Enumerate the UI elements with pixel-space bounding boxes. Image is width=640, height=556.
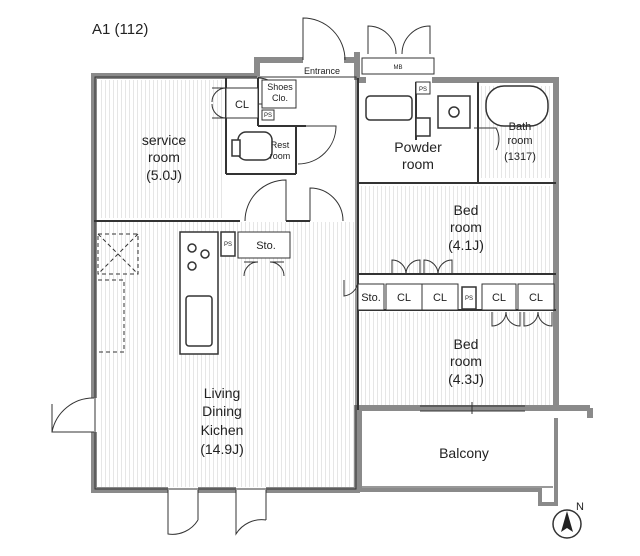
service-room-label: service room (5.0J) xyxy=(142,132,187,183)
service-room-word: room xyxy=(148,149,180,165)
sto-kitchen: Sto. xyxy=(256,240,276,252)
balcony-outline xyxy=(358,410,558,506)
living-label: Living xyxy=(204,385,241,401)
rest-room-word: room xyxy=(270,151,291,161)
ps-boxes xyxy=(261,81,431,121)
powder-label: Powder xyxy=(394,139,442,155)
north-arrow-icon: N xyxy=(552,501,584,539)
floor-hatch xyxy=(98,80,556,487)
bath-room-word: room xyxy=(507,135,532,147)
bath-room-label: Bath room (1317) xyxy=(504,121,536,163)
cl-bed2-a: CL xyxy=(492,292,506,304)
bed2-size: (4.3J) xyxy=(448,371,484,387)
bath-size: (1317) xyxy=(504,151,536,163)
bed1-room-word: room xyxy=(450,219,482,235)
ps-bedroom: PS xyxy=(465,296,473,302)
sto-bedroom: Sto. xyxy=(361,292,381,304)
doors xyxy=(51,17,553,536)
service-room-name: service xyxy=(142,132,187,148)
bed1-name: Bed xyxy=(454,202,479,218)
bed2-label: Bed room (4.3J) xyxy=(448,336,484,387)
rest-label: Rest xyxy=(271,140,290,150)
bed1-size: (4.1J) xyxy=(448,237,484,253)
shoes-label: Shoes xyxy=(267,82,293,92)
bath-label: Bath xyxy=(509,121,532,133)
powder-room-word: room xyxy=(402,156,434,172)
fridge-space xyxy=(97,233,139,353)
closets xyxy=(225,79,555,311)
kitchen-counter xyxy=(179,231,477,355)
ps-powder: PS xyxy=(419,87,427,93)
plan-title: A1 (112) xyxy=(92,21,148,38)
living-size: (14.9J) xyxy=(200,441,244,457)
cl-service: CL xyxy=(235,99,249,111)
ps-toilet: PS xyxy=(264,113,272,119)
cl-bed2-b: CL xyxy=(529,292,543,304)
dining-label: Dining xyxy=(202,403,242,419)
window-sliding xyxy=(420,402,525,414)
cl-bed1-b: CL xyxy=(433,292,447,304)
powder-room-label: Powder room xyxy=(394,139,442,172)
shoes-clo-label: Clo. xyxy=(272,93,288,103)
cl-bed1-a: CL xyxy=(397,292,411,304)
bed2-room-word: room xyxy=(450,353,482,369)
outer-walls xyxy=(91,52,593,493)
bath-fixtures xyxy=(231,85,549,161)
entrance-label: Entrance xyxy=(304,66,340,76)
service-room-size: (5.0J) xyxy=(146,167,182,183)
bed2-name: Bed xyxy=(454,336,479,352)
living-room-label: Living Dining Kichen (14.9J) xyxy=(200,385,244,457)
bed1-label: Bed room (4.1J) xyxy=(448,202,484,253)
mb-box: MB xyxy=(394,65,403,71)
balcony-label: Balcony xyxy=(439,445,489,461)
north-label: N xyxy=(576,501,584,513)
kitchen-label: Kichen xyxy=(201,422,244,438)
ps-kitchen: PS xyxy=(224,242,232,248)
